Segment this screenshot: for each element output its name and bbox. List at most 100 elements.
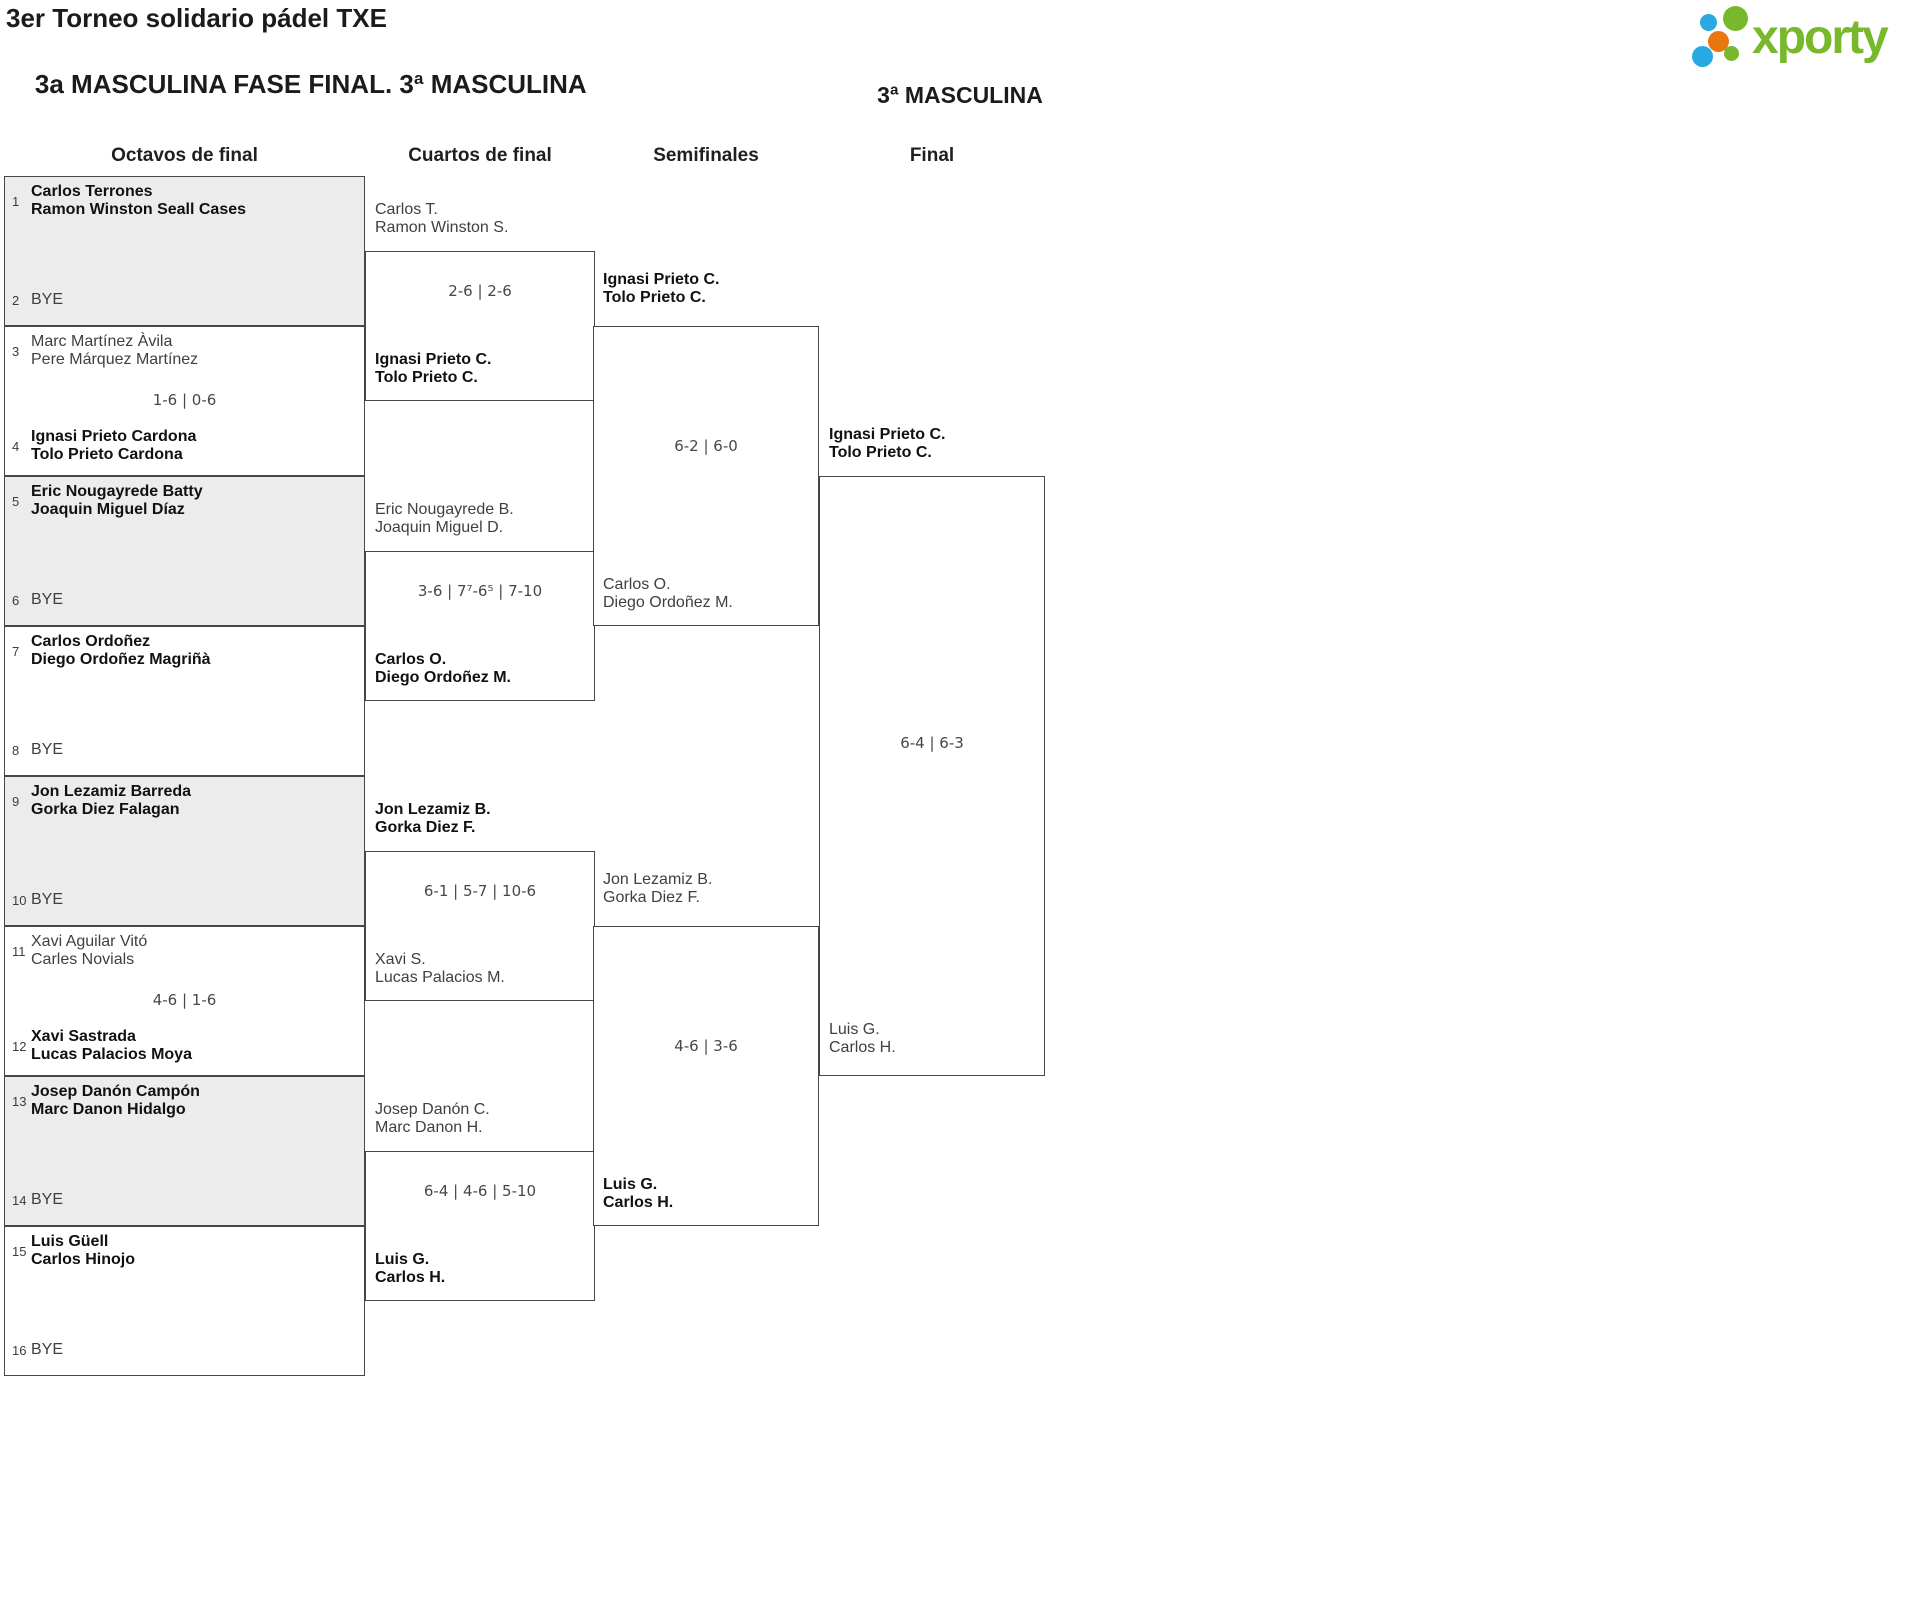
team-name: Jon Lezamiz B.Gorka Diez F. (603, 871, 713, 906)
bye-label: BYE (31, 291, 64, 308)
team-row: Ignasi Prieto C.Tolo Prieto C. (375, 351, 491, 387)
bye-label: BYE (31, 1341, 64, 1358)
match-score: 6-4 | 6-3 (900, 734, 964, 752)
match-box-cuartos-2: Eric Nougayrede B.Joaquin Miguel D. 3-6 … (365, 501, 595, 701)
team-row: Carlos T.Ramon Winston S. (375, 201, 508, 237)
match-score: 4-6 | 3-6 (674, 1037, 738, 1055)
round-header-octavos: Octavos de final (111, 145, 258, 166)
team-row: 16 BYE (10, 1341, 360, 1359)
logo-dot-green-small-icon (1724, 46, 1739, 61)
team-name: Carlos O.Diego Ordoñez M. (375, 651, 511, 686)
team-name: Eric Nougayrede B.Joaquin Miguel D. (375, 501, 514, 536)
team-row: 8 BYE (10, 741, 360, 759)
match-box-semifinal-1: Ignasi Prieto C.Tolo Prieto C. 6-2 | 6-0… (593, 271, 819, 626)
team-name: Carlos T.Ramon Winston S. (375, 201, 509, 236)
team-name: Jon Lezamiz B.Gorka Diez F. (375, 801, 491, 836)
team-row: 6 BYE (10, 591, 360, 609)
round-header-semifinales: Semifinales (653, 145, 759, 166)
seed-label: 7 (12, 643, 20, 659)
match-score: 6-1 | 5-7 | 10-6 (423, 882, 537, 900)
seed-label: 11 (12, 943, 26, 959)
team-name: Luis G.Carlos H. (603, 1176, 674, 1211)
team-name: Carlos O.Diego Ordoñez M. (603, 576, 733, 611)
match-box-cuartos-4: Josep Danón C.Marc Danon H. 6-4 | 4-6 | … (365, 1101, 595, 1301)
team-row: Josep Danón C.Marc Danon H. (375, 1101, 490, 1137)
team-name: Luis G.Carlos H. (829, 1021, 896, 1056)
logo-dot-blue-small-icon (1700, 14, 1717, 31)
team-name: Ignasi Prieto C.Tolo Prieto C. (829, 426, 946, 461)
team-name: Josep Danón C.Marc Danon H. (375, 1101, 490, 1136)
seed-label: 12 (12, 1038, 27, 1054)
match-box-cuartos-1: Carlos T.Ramon Winston S. 2-6 | 2-6 Igna… (365, 201, 595, 401)
match-score: 4-6 | 1-6 (152, 991, 217, 1009)
match-score: 3-6 | 7⁷-6⁵ | 7-10 (417, 582, 543, 600)
team-row: Xavi S.Lucas Palacios M. (375, 951, 505, 987)
seed-label: 14 (12, 1192, 27, 1208)
team-row: Eric Nougayrede B.Joaquin Miguel D. (375, 501, 514, 537)
logo-dot-orange-icon (1708, 31, 1729, 52)
team-row: Luis G.Carlos H. (603, 1176, 673, 1212)
match-score: 6-4 | 4-6 | 5-10 (423, 1182, 537, 1200)
team-row: Carlos O.Diego Ordoñez M. (603, 576, 733, 612)
team-row: 2 BYE (10, 291, 360, 309)
xporty-logo[interactable]: xporty (1690, 2, 1918, 72)
logo-dot-blue-large-icon (1692, 46, 1713, 67)
seed-label: 13 (12, 1093, 27, 1109)
team-row: Luis G.Carlos H. (829, 1021, 896, 1057)
match-score: 1-6 | 0-6 (152, 391, 217, 409)
team-name: Ignasi Prieto C.Tolo Prieto C. (603, 271, 720, 306)
team-row: Ignasi Prieto C.Tolo Prieto C. (829, 426, 945, 462)
bye-label: BYE (31, 891, 64, 908)
bye-label: BYE (31, 741, 64, 758)
seed-label: 15 (12, 1243, 27, 1259)
team-row: Jon Lezamiz B.Gorka Diez F. (603, 871, 712, 907)
seed-label: 9 (12, 793, 20, 809)
team-name: Xavi S.Lucas Palacios M. (375, 951, 505, 986)
match-score: 6-2 | 6-0 (674, 437, 738, 455)
seed-label: 16 (12, 1342, 27, 1358)
page-title-line1: 3er Torneo solidario pádel TXE (6, 3, 387, 33)
seed-label: 5 (12, 493, 20, 509)
bracket-category-title: 3ª MASCULINA (877, 82, 1043, 108)
team-row: Carlos O.Diego Ordoñez M. (375, 651, 511, 687)
logo-dot-green-large-icon (1723, 6, 1748, 31)
team-row: 10 BYE (10, 891, 360, 909)
round-header-final: Final (909, 145, 955, 166)
bye-label: BYE (31, 591, 64, 608)
team-name: Luis G.Carlos H. (375, 1251, 446, 1286)
round-header-cuartos: Cuartos de final (408, 145, 552, 166)
seed-label: 4 (12, 438, 20, 454)
seed-label: 8 (12, 742, 20, 758)
match-box-semifinal-2: Jon Lezamiz B.Gorka Diez F. 4-6 | 3-6 Lu… (593, 871, 819, 1226)
page-title: 3er Torneo solidario pádel TXE 3a MASCUL… (6, 2, 587, 101)
match-box-cuartos-3: Jon Lezamiz B.Gorka Diez F. 6-1 | 5-7 | … (365, 801, 595, 1001)
seed-label: 3 (12, 343, 20, 359)
team-row: 14 BYE (10, 1191, 360, 1209)
seed-label: 6 (12, 592, 20, 608)
team-row: Luis G.Carlos H. (375, 1251, 445, 1287)
